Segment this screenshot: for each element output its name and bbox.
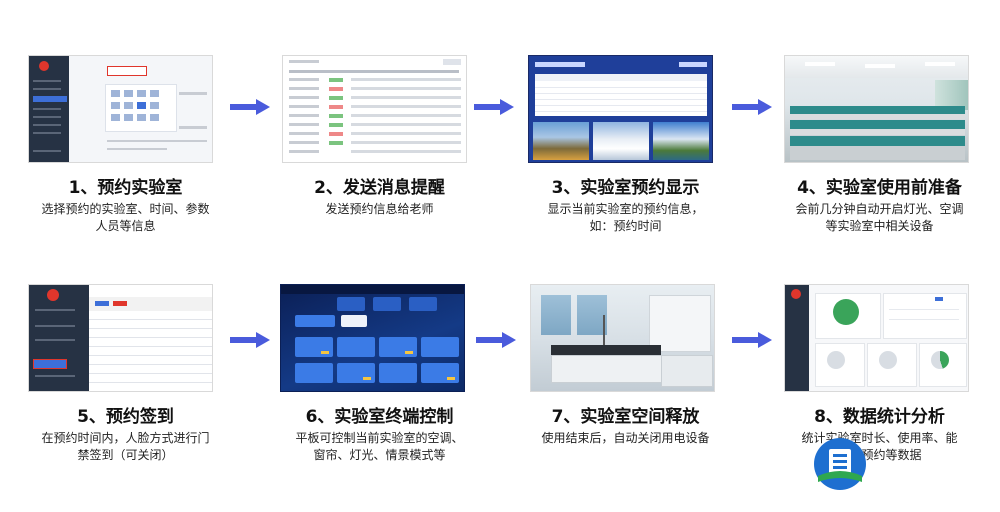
step-8: 8、数据统计分析 统计实验室时长、使用率、能 耗、预约等数据 (772, 284, 987, 464)
step-6-desc: 平板可控制当前实验室的空调、 窗帘、灯光、情景模式等 (295, 431, 464, 462)
step-4-title: 4、实验室使用前准备 (797, 178, 962, 198)
step-5-screenshot (28, 284, 213, 392)
step-8-desc: 统计实验室时长、使用率、能 耗、预约等数据 (801, 431, 958, 462)
step-7-title: 7、实验室空间释放 (551, 407, 700, 427)
step-8-screenshot (784, 284, 969, 392)
logo-icon (814, 438, 866, 490)
step-3-title: 3、实验室预约显示 (551, 178, 700, 198)
arrow-right-icon (732, 99, 772, 115)
step-4: 4、实验室使用前准备 会前几分钟自动开启灯光、空调 等实验室中相关设备 (772, 55, 987, 235)
step-3: 3、实验室预约显示 显示当前实验室的预约信息， 如：预约时间 (518, 55, 733, 235)
arrow-right-icon (230, 332, 270, 348)
step-2-title: 2、发送消息提醒 (314, 178, 445, 198)
step-2-screenshot (282, 55, 467, 163)
step-6-screenshot (280, 284, 465, 392)
step-4-desc: 会前几分钟自动开启灯光、空调 等实验室中相关设备 (795, 202, 964, 233)
step-6-title: 6、实验室终端控制 (305, 407, 454, 427)
step-2-desc: 发送预约信息给老师 (325, 202, 434, 216)
step-1-title: 1、预约实验室 (68, 178, 183, 198)
step-3-desc: 显示当前实验室的预约信息， 如：预约时间 (547, 202, 704, 233)
step-5-desc: 在预约时间内，人脸方式进行门 禁签到（可关闭） (41, 431, 210, 462)
arrow-right-icon (476, 332, 516, 348)
step-4-photo (784, 55, 969, 163)
step-7: 7、实验室空间释放 使用结束后，自动关闭用电设备 (518, 284, 733, 464)
step-5-title: 5、预约签到 (77, 407, 174, 427)
arrow-right-icon (474, 99, 514, 115)
step-1: 1、预约实验室 选择预约的实验室、时间、参数 人员等信息 (18, 55, 233, 235)
step-7-photo (530, 284, 715, 392)
step-2: 2、发送消息提醒 发送预约信息给老师 (272, 55, 487, 235)
step-6: 6、实验室终端控制 平板可控制当前实验室的空调、 窗帘、灯光、情景模式等 (272, 284, 487, 464)
arrow-right-icon (732, 332, 772, 348)
step-1-screenshot (28, 55, 213, 163)
step-7-desc: 使用结束后，自动关闭用电设备 (541, 431, 710, 445)
step-3-screenshot (528, 55, 713, 163)
step-8-title: 8、数据统计分析 (814, 407, 945, 427)
step-1-desc: 选择预约的实验室、时间、参数 人员等信息 (41, 202, 210, 233)
step-5: 5、预约签到 在预约时间内，人脸方式进行门 禁签到（可关闭） (18, 284, 233, 464)
arrow-right-icon (230, 99, 270, 115)
